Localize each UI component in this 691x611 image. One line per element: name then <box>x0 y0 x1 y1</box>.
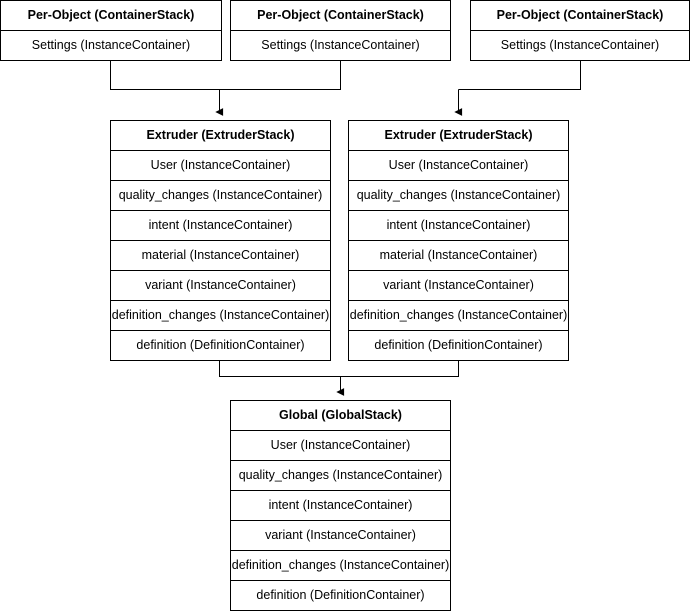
node-row[interactable]: material (InstanceContainer) <box>111 241 330 271</box>
node-row[interactable]: User (InstanceContainer) <box>349 151 568 181</box>
node-row[interactable]: User (InstanceContainer) <box>231 431 450 461</box>
node-header: Global (GlobalStack) <box>231 401 450 431</box>
node-row[interactable]: variant (InstanceContainer) <box>111 271 330 301</box>
node-row[interactable]: quality_changes (InstanceContainer) <box>111 181 330 211</box>
node-extruder-1[interactable]: Extruder (ExtruderStack) User (InstanceC… <box>110 120 331 361</box>
node-header: Per-Object (ContainerStack) <box>471 1 689 31</box>
node-extruder-2[interactable]: Extruder (ExtruderStack) User (InstanceC… <box>348 120 569 361</box>
node-row[interactable]: definition_changes (InstanceContainer) <box>111 301 330 331</box>
node-row[interactable]: Settings (InstanceContainer) <box>31 38 191 52</box>
node-per-object-1[interactable]: Per-Object (ContainerStack) Settings (In… <box>0 0 222 61</box>
node-header: Per-Object (ContainerStack) <box>1 1 221 31</box>
node-per-object-2[interactable]: Per-Object (ContainerStack) Settings (In… <box>230 0 451 61</box>
connector-per-object-3-to-extruder-2 <box>458 61 582 91</box>
node-row[interactable]: intent (InstanceContainer) <box>111 211 330 241</box>
connector-per-object-1-to-extruder-1 <box>109 61 220 91</box>
node-row[interactable]: variant (InstanceContainer) <box>349 271 568 301</box>
node-row[interactable]: material (InstanceContainer) <box>349 241 568 271</box>
connector-per-object-2-to-extruder-1 <box>219 61 342 91</box>
node-header: Per-Object (ContainerStack) <box>231 1 450 31</box>
node-row[interactable]: Settings (InstanceContainer) <box>500 38 660 52</box>
node-row[interactable]: Settings (InstanceContainer) <box>261 38 420 52</box>
node-row[interactable]: intent (InstanceContainer) <box>349 211 568 241</box>
node-row[interactable]: definition_changes (InstanceContainer) <box>349 301 568 331</box>
connector-extruder-2-to-global <box>340 361 460 378</box>
node-row[interactable]: definition (DefinitionContainer) <box>374 338 543 352</box>
node-row[interactable]: definition (DefinitionContainer) <box>256 588 425 602</box>
node-row[interactable]: quality_changes (InstanceContainer) <box>349 181 568 211</box>
node-row[interactable]: User (InstanceContainer) <box>111 151 330 181</box>
node-per-object-3[interactable]: Per-Object (ContainerStack) Settings (In… <box>470 0 690 61</box>
node-row[interactable]: definition (DefinitionContainer) <box>136 338 305 352</box>
node-row[interactable]: variant (InstanceContainer) <box>231 521 450 551</box>
node-header: Extruder (ExtruderStack) <box>111 121 330 151</box>
node-header: Extruder (ExtruderStack) <box>349 121 568 151</box>
node-row[interactable]: quality_changes (InstanceContainer) <box>231 461 450 491</box>
connector-extruder-1-to-global <box>218 361 341 378</box>
node-global[interactable]: Global (GlobalStack) User (InstanceConta… <box>230 400 451 611</box>
node-row[interactable]: intent (InstanceContainer) <box>231 491 450 521</box>
node-row[interactable]: definition_changes (InstanceContainer) <box>231 551 450 581</box>
